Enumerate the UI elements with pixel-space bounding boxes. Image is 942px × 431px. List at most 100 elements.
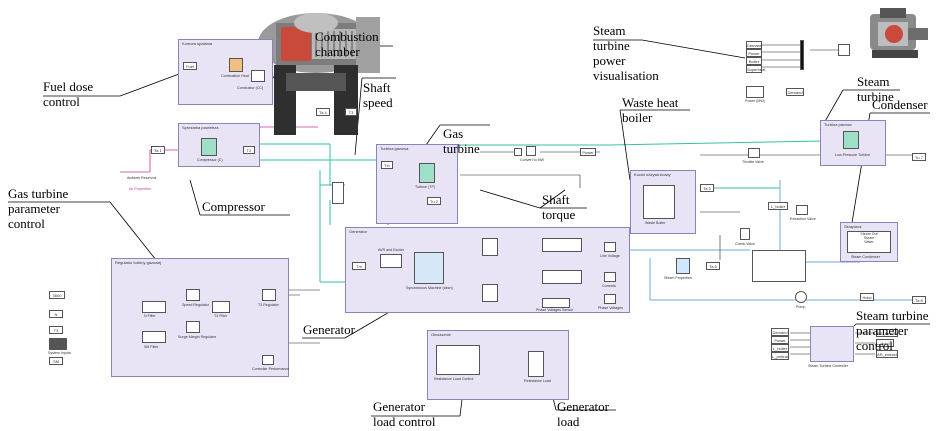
- steam-condenser-block[interactable]: Steam Out Steam Water: [847, 231, 891, 253]
- sm-filter-label: SM Filter: [144, 345, 158, 349]
- t3-filter-block[interactable]: [212, 301, 230, 313]
- breaker-block-1[interactable]: [482, 238, 498, 256]
- callout-line: Shaft: [363, 80, 393, 95]
- waste-boiler-block[interactable]: [643, 185, 675, 219]
- power-vis-input-boiler[interactable]: Boiler: [746, 57, 762, 65]
- callout-line: Generator: [303, 322, 355, 337]
- power-vis-input-power[interactable]: Power: [746, 49, 762, 57]
- tag-ta5[interactable]: Ta 5: [700, 184, 714, 192]
- callout-line: Condenser: [872, 97, 928, 112]
- resistance-load-control-block[interactable]: [436, 345, 480, 375]
- tag-ta1[interactable]: Ta 1: [151, 146, 165, 154]
- steam-properties-block[interactable]: [676, 258, 690, 274]
- power-mw-display[interactable]: [746, 86, 764, 98]
- surge-margin-regulator-block[interactable]: [186, 321, 200, 333]
- extraction-valve-label: Extraction Valve: [790, 217, 816, 221]
- compressor-output-port[interactable]: T2: [243, 146, 255, 154]
- synchronous-machine-block[interactable]: [414, 252, 444, 284]
- line-voltage-scope[interactable]: [604, 242, 616, 252]
- turbine-input-port[interactable]: Tin: [381, 161, 393, 169]
- steam-ctrl-input-lboiler[interactable]: L_boiler: [771, 344, 789, 352]
- t3-filter-label: T3 Filter: [214, 314, 227, 318]
- combustion-subsystem-title: Komora spalania: [182, 41, 212, 46]
- load-subsystem-title: Obciazenie: [431, 332, 451, 337]
- tag-ta4[interactable]: Ta 4: [316, 108, 330, 116]
- combustion-heat-block[interactable]: [229, 58, 243, 72]
- steam-ctrl-input-lpretrad[interactable]: L_pretrad: [771, 352, 789, 360]
- steam-turbine-controller-block[interactable]: [810, 326, 854, 362]
- tag-t3[interactable]: T3: [345, 108, 357, 116]
- resistance-load-block[interactable]: [528, 351, 544, 377]
- power-vis-demand-tag[interactable]: Demand: [786, 88, 804, 96]
- avr-exciter-label: AVR and Exciter: [378, 248, 404, 252]
- compressor-subsystem[interactable]: Sprezarka powietrza Compressor (C) T2: [178, 123, 260, 167]
- extraction-valve-block[interactable]: [796, 205, 808, 215]
- steam-turbine-subsystem[interactable]: Turbina parowa Low-Pressure Turbine: [820, 120, 886, 166]
- phase-voltages-scope[interactable]: [604, 294, 616, 304]
- measurement-block-2[interactable]: [542, 270, 582, 284]
- steam-ctrl-input-power[interactable]: Power: [771, 336, 789, 344]
- tag-ta8[interactable]: Ta 8: [912, 296, 926, 304]
- regulator-input-3600[interactable]: 3600: [49, 291, 65, 299]
- surge-margin-regulator-label: Surge Margin Regulator: [178, 335, 216, 339]
- compressor-block-label: Compressor (C): [197, 158, 223, 162]
- power-vis-mux[interactable]: [800, 40, 804, 70]
- fuel-input-port[interactable]: Fuel: [183, 62, 197, 70]
- turbine-block[interactable]: [419, 163, 435, 183]
- system-inputs-block[interactable]: [49, 338, 67, 350]
- condensate-block[interactable]: [752, 250, 806, 282]
- condenser-subsystem[interactable]: Skraplacz Steam Out Steam Water Steam Co…: [840, 222, 898, 262]
- measurement-block-1[interactable]: [542, 238, 582, 252]
- waste-heat-boiler-subsystem[interactable]: Kociol odzysknicowy Waste Boiler: [630, 170, 696, 234]
- generator-input-port[interactable]: Tm: [352, 262, 366, 270]
- pump-block[interactable]: [795, 291, 807, 303]
- n-filter-block[interactable]: [142, 301, 166, 313]
- gas-power-output[interactable]: Power: [580, 148, 596, 156]
- level-tag[interactable]: L_boiler: [768, 202, 788, 210]
- callout-line: visualisation: [593, 68, 659, 83]
- line-voltage-scope-label: Line Voltage: [600, 254, 620, 258]
- combustor-block[interactable]: [251, 70, 265, 82]
- callout-gas-turbine: Gas turbine: [443, 126, 480, 156]
- throttle-valve-block[interactable]: [748, 148, 760, 158]
- breaker-block-2[interactable]: [482, 284, 498, 302]
- torque-multiply-block[interactable]: [514, 148, 522, 156]
- tag-tu7[interactable]: Tu 7: [912, 153, 926, 161]
- avr-exciter-block[interactable]: [380, 254, 402, 268]
- combustion-subsystem[interactable]: Komora spalania Fuel Combustion Heat Com…: [178, 39, 273, 105]
- phase-voltages-sensor-block[interactable]: [542, 298, 570, 308]
- sm-filter-block[interactable]: [142, 331, 166, 343]
- check-valve-block[interactable]: [740, 228, 750, 240]
- air-properties-label: Air Properties: [129, 187, 151, 191]
- compressor-block[interactable]: [201, 138, 217, 156]
- callout-generator-load-control: Generator load control: [373, 399, 435, 429]
- shaft-sensor-block[interactable]: [332, 182, 344, 204]
- tag-ta6[interactable]: Ta 6: [706, 262, 720, 270]
- gas-turbine-subsystem[interactable]: Turbina gazowa Tin Turbine (TP) Tu 2: [376, 144, 458, 224]
- n-filter-label: N Filter: [144, 314, 156, 318]
- generator-load-subsystem[interactable]: Obciazenie Resistance Load Control Resis…: [427, 330, 569, 400]
- currents-scope[interactable]: [604, 272, 616, 282]
- callout-line: Gas turbine: [8, 186, 68, 201]
- power-vis-input-demand[interactable]: Demand: [746, 41, 762, 49]
- convert-to-mw-block[interactable]: [526, 146, 536, 156]
- regulator-input-n[interactable]: N: [49, 310, 63, 318]
- callout-line: control: [8, 216, 68, 231]
- low-pressure-turbine-block[interactable]: [843, 131, 859, 149]
- gas-turbine-regulator-subsystem[interactable]: Regulator turbiny gazowej N Filter Speed…: [111, 258, 289, 377]
- callout-condenser: Condenser: [872, 97, 928, 112]
- steam-condenser-label: Steam Condenser: [851, 255, 880, 259]
- generator-subsystem[interactable]: Generator Tm AVR and Exciter Synchronous…: [345, 227, 630, 313]
- power-vis-input-superheat[interactable]: Superheat: [746, 65, 762, 73]
- callout-line: Generator: [373, 399, 435, 414]
- controller-performance-scope[interactable]: [262, 355, 274, 365]
- hotwell-tag[interactable]: Hotcl: [860, 293, 874, 301]
- turbine-tag[interactable]: Tu 2: [427, 197, 441, 205]
- speed-regulator-block[interactable]: [186, 289, 200, 301]
- regulator-input-t3[interactable]: T3: [49, 326, 63, 334]
- power-vis-scope[interactable]: [838, 44, 850, 56]
- steam-ctrl-input-demand[interactable]: Demand: [771, 328, 789, 336]
- regulator-input-sm[interactable]: SM: [49, 357, 63, 365]
- t3-regulator-block[interactable]: [262, 289, 276, 301]
- t3-regulator-label: T3 Regulator: [258, 303, 279, 307]
